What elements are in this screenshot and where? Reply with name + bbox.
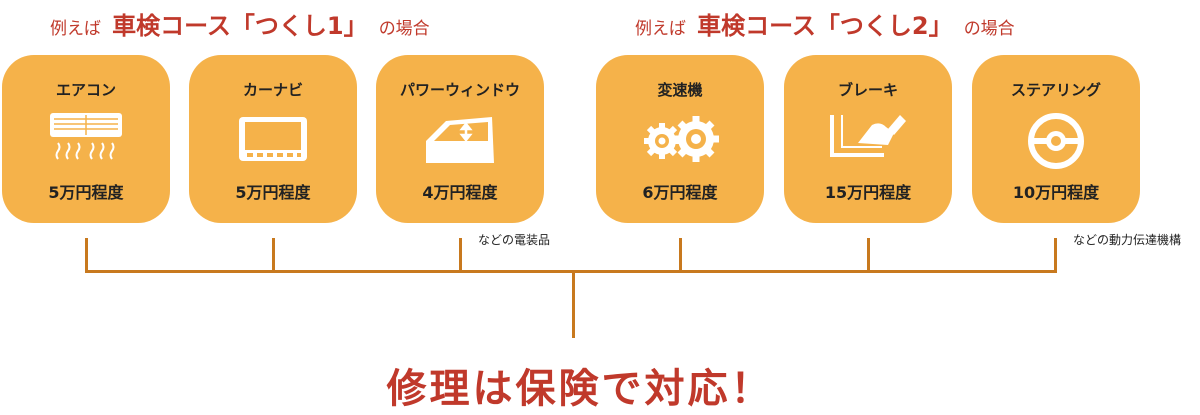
card-name: 変速機 [657, 81, 703, 99]
heading-prefix: 例えば [50, 19, 101, 39]
car-navigation-icon [239, 117, 307, 161]
connector-line [867, 238, 870, 272]
note-drivetrain: などの動力伝達機構 [1073, 233, 1182, 247]
card-transmission: 変速機 6万円程度 [596, 55, 764, 223]
heading-course-2: 例えば 車検コース「つくし2」 の場合 [635, 6, 1015, 40]
note-electrical: などの電装品 [478, 233, 551, 247]
heading-course-name: 車検コース「つくし2」 [697, 12, 953, 40]
card-price: 15万円程度 [824, 183, 912, 202]
connector-line [1054, 238, 1057, 272]
connector-line [679, 238, 682, 272]
card-air-conditioner: エアコン 5万円程度 [2, 55, 170, 223]
connector-bar [85, 270, 1057, 273]
card-name: パワーウィンドウ [399, 81, 520, 99]
card-power-window: パワーウィンドウ 4万円程度 [376, 55, 544, 223]
gears-icon [644, 116, 719, 162]
connector-line [85, 238, 88, 272]
connector-line [459, 238, 462, 272]
connector-line [272, 238, 275, 272]
power-window-icon [426, 117, 494, 163]
brake-pedal-icon [830, 115, 906, 157]
card-brake: ブレーキ 15万円程度 [784, 55, 952, 223]
heading-prefix: 例えば [635, 19, 686, 39]
card-price: 5万円程度 [235, 183, 311, 202]
heading-suffix: の場合 [963, 19, 1015, 39]
connector-stem [572, 272, 575, 338]
heading-course-1: 例えば 車検コース「つくし1」 の場合 [50, 6, 430, 40]
card-steering: ステアリング 10万円程度 [972, 55, 1140, 223]
air-conditioner-icon [50, 113, 122, 160]
card-name: カーナビ [242, 81, 303, 99]
heading-suffix: の場合 [378, 19, 430, 39]
card-car-navigation: カーナビ 5万円程度 [189, 55, 357, 223]
card-name: エアコン [55, 81, 116, 99]
card-name: ステアリング [1010, 81, 1101, 99]
card-price: 5万円程度 [48, 183, 124, 202]
card-price: 4万円程度 [422, 183, 498, 202]
steering-wheel-icon [1028, 113, 1084, 169]
card-price: 6万円程度 [642, 183, 718, 202]
card-name: ブレーキ [837, 81, 898, 99]
insurance-repair-message: 修理は保険で対応！ [386, 366, 774, 412]
card-price: 10万円程度 [1012, 183, 1100, 202]
heading-course-name: 車検コース「つくし1」 [112, 12, 368, 40]
